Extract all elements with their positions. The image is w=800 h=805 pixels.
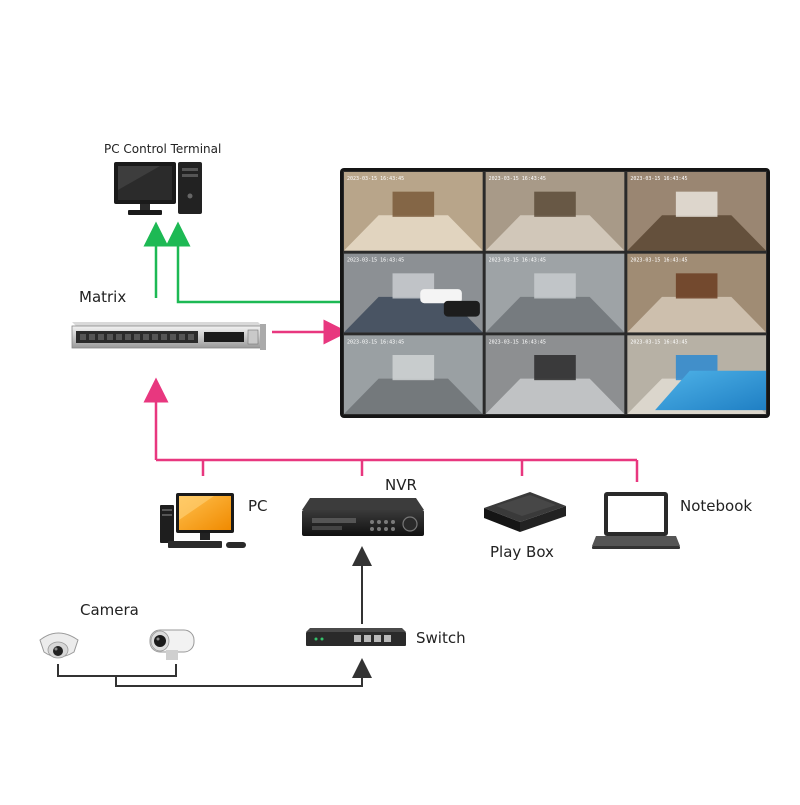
tile-timestamp: 2023-03-15 16:43:45 <box>630 339 687 345</box>
pc-label: PC <box>248 497 268 515</box>
video-tile-entrance-doors: 2023-03-15 16:43:45 <box>485 253 625 333</box>
video-tile-hallway: 2023-03-15 16:43:45 <box>344 335 483 414</box>
pc-control-terminal-label: PC Control Terminal <box>104 142 222 156</box>
tile-timestamp: 2023-03-15 16:43:45 <box>489 339 546 345</box>
video-tile-elevator-hall: 2023-03-15 16:43:45 <box>485 172 625 251</box>
video-tile-restaurant: 2023-03-15 16:43:45 <box>627 172 766 251</box>
video-tile-hotel-lobby: 2023-03-15 16:43:45 <box>344 172 483 251</box>
video-tile-corridor-doors: 2023-03-15 16:43:45 <box>627 253 766 333</box>
dome-camera-icon <box>39 632 79 659</box>
pink-connections <box>143 319 639 482</box>
tile-timestamp: 2023-03-15 16:43:45 <box>489 176 546 182</box>
tile-timestamp: 2023-03-15 16:43:45 <box>347 258 404 264</box>
pc-icon <box>160 493 246 548</box>
camera-label: Camera <box>80 601 139 619</box>
matrix-label: Matrix <box>79 288 127 306</box>
tile-timestamp: 2023-03-15 16:43:45 <box>489 258 546 264</box>
play-box-label: Play Box <box>490 543 554 561</box>
video-tile-gym: 2023-03-15 16:43:45 <box>485 335 625 414</box>
tile-timestamp: 2023-03-15 16:43:45 <box>347 339 404 345</box>
bullet-camera-icon <box>149 629 195 660</box>
tile-timestamp: 2023-03-15 16:43:45 <box>630 176 687 182</box>
play-box-icon <box>484 492 566 532</box>
black-connections <box>57 546 372 687</box>
nvr-label: NVR <box>385 476 417 494</box>
tile-timestamp: 2023-03-15 16:43:45 <box>347 176 404 182</box>
pc-control-terminal-icon <box>114 162 202 215</box>
video-tile-parking-garage: 2023-03-15 16:43:45 <box>344 253 483 333</box>
video-wall-tiles: 2023-03-15 16:43:45 2023-03-15 16:43:45 20… <box>344 172 766 414</box>
video-tile-swimming-pool: 2023-03-15 16:43:45 <box>627 335 766 414</box>
switch-label: Switch <box>416 629 466 647</box>
notebook-label: Notebook <box>680 497 753 515</box>
switch-device-icon <box>306 628 406 646</box>
nvr-device-icon <box>302 498 424 536</box>
green-connections <box>143 221 340 304</box>
tile-timestamp: 2023-03-15 16:43:45 <box>630 258 687 264</box>
matrix-device-icon <box>71 322 266 350</box>
notebook-icon <box>592 492 680 549</box>
